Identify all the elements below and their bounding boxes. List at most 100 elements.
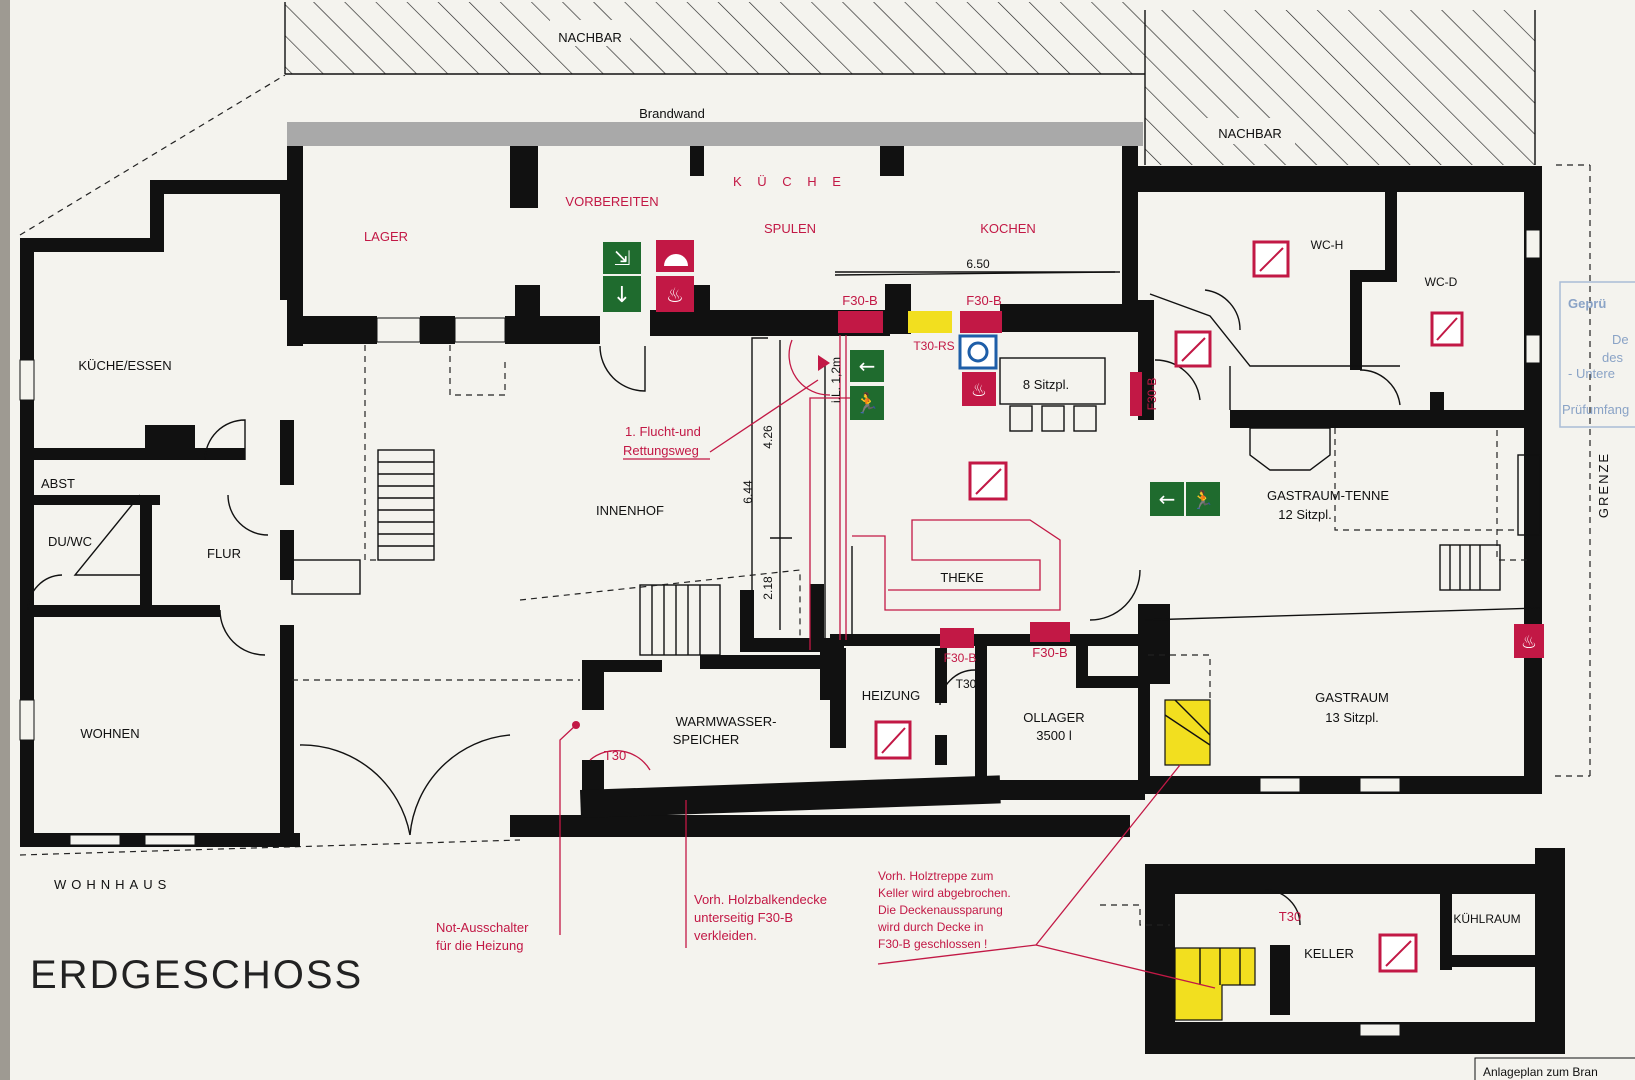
room-wc-d: WC-D — [1425, 275, 1458, 289]
note-treppe-3: Die Deckenaussparung — [878, 903, 1003, 917]
svg-text:🏃: 🏃 — [1192, 489, 1214, 511]
room-kueche-header: K Ü C H E — [733, 174, 847, 189]
note-treppe-4: wird durch Decke in — [877, 920, 983, 934]
site-boundary — [19, 74, 1591, 856]
note-holz-1: Vorh. Holzbalkendecke — [694, 892, 827, 907]
fire-door-markers — [838, 311, 1142, 648]
room-lager: LAGER — [364, 229, 408, 244]
table — [999, 357, 1331, 471]
t30-warmwasser-arc — [589, 750, 651, 771]
door-closer-arrows — [881, 247, 1458, 967]
room-innenhof: INNENHOF — [596, 503, 664, 518]
dim-426: 4.26 — [761, 425, 775, 449]
svg-text:🏃: 🏃 — [855, 391, 880, 415]
svg-text:←: ← — [1159, 487, 1176, 511]
note-holz-3: verkleiden. — [694, 928, 757, 943]
door-marker-arrow — [818, 355, 830, 371]
yellow-stair-main — [1164, 699, 1211, 766]
dim-650: 6.50 — [966, 257, 990, 271]
note-flucht-1: 1. Flucht-und — [625, 424, 701, 439]
brandwand — [287, 122, 1143, 146]
room-kochen: KOCHEN — [980, 221, 1036, 236]
note-treppe-1: Vorh. Holztreppe zum — [878, 869, 993, 883]
fire-extinguisher-icon: ♨ — [656, 276, 694, 312]
note-notaus-2: für die Heizung — [436, 938, 523, 953]
room-vorbereiten: VORBEREITEN — [565, 194, 658, 209]
table-seats: 8 Sitzpl. — [1023, 377, 1069, 392]
room-wc-h: WC-H — [1311, 238, 1344, 252]
exit-arrow-sign-icon: ← 🏃 — [850, 350, 884, 420]
room-gastraum-tenne: GASTRAUM-TENNE — [1267, 488, 1389, 503]
inner-lines — [751, 271, 1541, 640]
rating-t30rs: T30-RS — [913, 339, 954, 353]
room-speicher: SPEICHER — [673, 732, 739, 747]
room-ollager: OLLAGER — [1023, 710, 1084, 725]
room-kuhlraum: KÜHLRAUM — [1453, 912, 1520, 926]
footer-box — [1474, 1057, 1635, 1080]
room-warmwasser: WARMWASSER- — [676, 714, 777, 729]
room-abst: ABST — [41, 476, 75, 491]
footer-label: Anlageplan zum Bran — [1483, 1065, 1598, 1079]
rating-t30-keller: T30 — [1279, 909, 1301, 924]
room-spulen: SPULEN — [764, 221, 816, 236]
stamp-line-5: Prüfumfang — [1562, 402, 1629, 417]
stamp-line-1: Geprü — [1568, 296, 1606, 311]
wohnhaus-label: WOHNHAUS — [54, 877, 171, 892]
dim-218: 2.18 — [761, 576, 775, 600]
room-heizung: HEIZUNG — [862, 688, 921, 703]
svg-text:←: ← — [859, 354, 876, 378]
theke-outline — [852, 519, 1061, 611]
stairs — [291, 449, 1541, 656]
note-treppe-5: F30-B geschlossen ! — [878, 937, 987, 951]
room-kueche-essen: KÜCHE/ESSEN — [78, 358, 171, 373]
room-ollager-volume: 3500 l — [1036, 728, 1072, 743]
rating-t30-warmwasser: T30 — [604, 748, 626, 763]
exit-sign-icon: ⇲ ↓ — [603, 242, 641, 312]
leader-treppe-1 — [1035, 764, 1181, 946]
brandwand-label: Brandwand — [639, 106, 705, 121]
room-gastraum: GASTRAUM — [1315, 690, 1389, 705]
stamp-line-3: des — [1602, 350, 1623, 365]
rating-f30b-kitchen-2: F30-B — [966, 293, 1001, 308]
leader-treppe-2 — [1035, 944, 1216, 989]
rating-f30b-kitchen-1: F30-B — [842, 293, 877, 308]
dim-644: 6.44 — [741, 480, 755, 504]
svg-text:♨: ♨ — [666, 283, 684, 307]
room-keller: KELLER — [1304, 946, 1354, 961]
leader-flucht — [709, 379, 819, 453]
rating-f30b-ollager: F30-B — [1032, 645, 1067, 660]
rating-f30b-heizung: F30-B — [944, 651, 977, 665]
windows — [19, 229, 1541, 1037]
neighbour-hatch — [284, 2, 1536, 165]
svg-text:♨: ♨ — [1521, 632, 1537, 653]
neighbour-label-right: NACHBAR — [1218, 126, 1282, 141]
paper-edge — [0, 0, 10, 1080]
fire-alarm-icon — [656, 240, 694, 272]
svg-text:↓: ↓ — [613, 283, 631, 308]
dimension-lines — [770, 271, 1116, 630]
fire-extinguisher-kitchen-icon: ♨ — [962, 372, 996, 406]
smoke-door-marker — [908, 311, 952, 333]
smoke-vent-icon — [958, 334, 998, 370]
stamp-line-2: De — [1612, 332, 1629, 347]
fire-extinguisher-gastraum-icon: ♨ — [1514, 624, 1544, 658]
door-marker-arc — [788, 339, 831, 396]
room-du-wc: DU/WC — [48, 534, 92, 549]
approval-stamp: Geprü De des - Untere Prüfumfang — [1559, 281, 1635, 428]
note-flucht-2: Rettungsweg — [623, 443, 699, 458]
rating-il: i.L. 1,2m — [829, 357, 843, 403]
stamp-line-4: - Untere — [1568, 366, 1615, 381]
neighbour-label-top: NACHBAR — [558, 30, 622, 45]
svg-text:♨: ♨ — [971, 380, 987, 401]
room-theke: THEKE — [940, 570, 984, 585]
leader-notaus — [559, 724, 577, 935]
plan-title: ERDGESCHOSS — [30, 953, 363, 997]
room-gastraum-tenne-seats: 12 Sitzpl. — [1278, 507, 1331, 522]
note-treppe-2: Keller wird abgebrochen. — [878, 886, 1011, 900]
rating-f30b-wc: F30-B — [1145, 378, 1159, 411]
door-swings — [27, 289, 1401, 926]
walls — [20, 146, 1565, 1054]
grenze-label: GRENZE — [1596, 452, 1611, 518]
note-notaus-1: Not-Ausschalter — [436, 920, 529, 935]
